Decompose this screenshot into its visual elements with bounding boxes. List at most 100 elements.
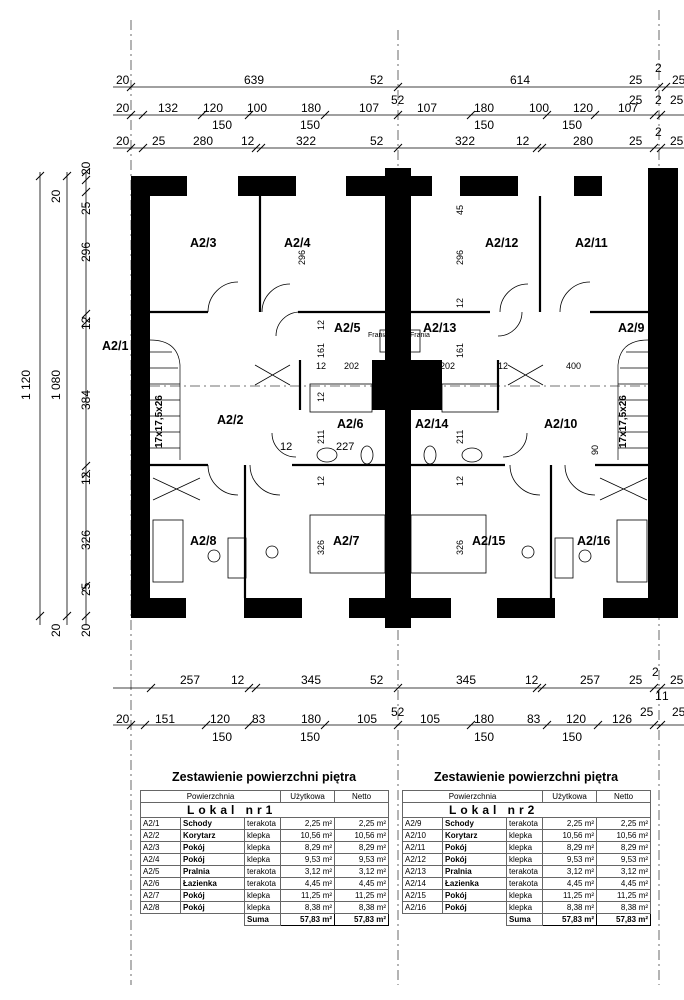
dim-text: 2 xyxy=(655,125,662,139)
dim-text: 180 xyxy=(301,712,321,726)
door-swings xyxy=(207,281,596,496)
room-name: Pralnia xyxy=(180,865,245,878)
dim-text: 1 120 xyxy=(19,370,33,400)
room-name: Pokój xyxy=(442,901,507,914)
room-label: A2/15 xyxy=(472,534,505,548)
dim-text: 150 xyxy=(562,118,582,132)
finish: klepka xyxy=(243,841,282,854)
dim-text: 12 xyxy=(516,134,530,148)
dim-text: 105 xyxy=(420,712,440,726)
dim-text: 150 xyxy=(212,730,232,744)
room-label: A2/6 xyxy=(337,417,363,431)
room-name: Pokój xyxy=(180,901,245,914)
net-area: 2,25 m² xyxy=(596,817,652,830)
dim-text: 2 xyxy=(652,665,659,679)
room-name: Pokój xyxy=(180,853,245,866)
usable-area: 2,25 m² xyxy=(280,817,336,830)
dimension-ticks xyxy=(35,82,671,730)
dim-text: 150 xyxy=(300,730,320,744)
usable-area: 11,25 m² xyxy=(542,889,598,902)
usable-area: 10,56 m² xyxy=(542,829,598,842)
room-id: A2/9 xyxy=(402,817,443,830)
dim-text: 83 xyxy=(527,712,541,726)
room-label: A2/4 xyxy=(284,236,310,250)
finish: terakota xyxy=(505,865,544,878)
interior-dim: 12 xyxy=(316,320,326,330)
interior-dim: 326 xyxy=(316,540,326,555)
furniture xyxy=(152,329,648,583)
schedule-title: Zestawienie powierzchni piętra xyxy=(171,770,357,784)
net-area: 8,38 m² xyxy=(334,901,390,914)
room-name: Korytarz xyxy=(442,829,507,842)
dim-text: 614 xyxy=(510,73,530,87)
dim-text: 1 080 xyxy=(49,370,63,400)
dim-text: 100 xyxy=(529,101,549,115)
col-header: Użytkowa xyxy=(542,790,598,803)
usable-area: 2,25 m² xyxy=(542,817,598,830)
dim-text: 120 xyxy=(203,101,223,115)
interior-dim: 12 xyxy=(455,476,465,486)
dim-text: 639 xyxy=(244,73,264,87)
interior-dim: 12 xyxy=(498,361,508,371)
dim-text: 326 xyxy=(79,530,93,550)
interior-dim: 296 xyxy=(297,250,307,265)
dim-text: 151 xyxy=(155,712,175,726)
finish: klepka xyxy=(505,841,544,854)
unit-label: Lokal nr1 xyxy=(139,802,390,818)
col-header: Netto xyxy=(334,790,390,803)
dimension-text: 20 639 52 614 25 2 25 52 25 2 25 20 132 … xyxy=(19,61,684,744)
dim-text: 105 xyxy=(357,712,377,726)
dim-text: 257 xyxy=(580,673,600,687)
usable-area: 4,45 m² xyxy=(280,877,336,890)
dim-text: 25 xyxy=(79,582,93,596)
stair-spec: 17x17,5x26 xyxy=(618,395,629,448)
room-label: A2/9 xyxy=(618,321,644,335)
finish: terakota xyxy=(505,817,544,830)
area-schedule-unit-2: Zestawienie powierzchni piętra Powierzch… xyxy=(401,764,652,926)
net-area: 10,56 m² xyxy=(596,829,652,842)
usable-area: 9,53 m² xyxy=(280,853,336,866)
usable-area: 8,38 m² xyxy=(280,901,336,914)
finish: klepka xyxy=(505,829,544,842)
room-id: A2/13 xyxy=(402,865,443,878)
net-area: 8,29 m² xyxy=(334,841,390,854)
sum-usable: 57,83 m² xyxy=(542,913,598,926)
room-id: A2/5 xyxy=(140,865,181,878)
dim-text: 150 xyxy=(474,730,494,744)
dim-text: 25 xyxy=(672,73,684,87)
interior-dim: 211 xyxy=(316,430,326,444)
dim-text: 25 xyxy=(670,93,684,107)
room-label: A2/12 xyxy=(485,236,518,250)
dim-text: 12 xyxy=(231,673,245,687)
dim-text: 20 xyxy=(116,134,130,148)
room-id: A2/2 xyxy=(140,829,181,842)
dim-text: 120 xyxy=(210,712,230,726)
dim-text: 52 xyxy=(370,673,384,687)
room-label: A2/10 xyxy=(544,417,577,431)
dim-text: 20 xyxy=(116,712,130,726)
usable-area: 3,12 m² xyxy=(542,865,598,878)
dim-text: 100 xyxy=(247,101,267,115)
interior-dim: 90 xyxy=(590,445,600,455)
dim-text: 25 xyxy=(629,93,643,107)
dim-text: 150 xyxy=(300,118,320,132)
dim-text: 12 xyxy=(79,471,93,485)
dim-text: 20 xyxy=(79,161,93,175)
sum-net: 57,83 m² xyxy=(596,913,652,926)
room-id: A2/11 xyxy=(402,841,443,854)
room-name: Pokój xyxy=(180,841,245,854)
room-id: A2/14 xyxy=(402,877,443,890)
room-name: Pokój xyxy=(180,889,245,902)
interior-dim: 45 xyxy=(455,205,465,215)
room-label: A2/8 xyxy=(190,534,216,548)
room-name: Schody xyxy=(442,817,507,830)
